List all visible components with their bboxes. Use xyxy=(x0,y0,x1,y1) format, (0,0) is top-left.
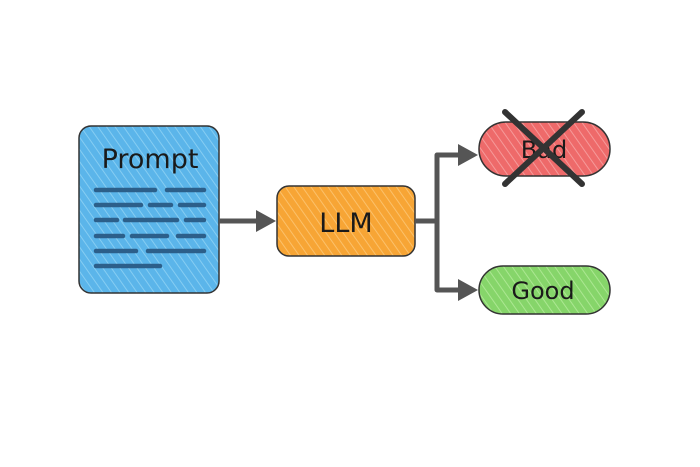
prompt-node: Prompt xyxy=(78,125,220,294)
arrow-head-to-bad xyxy=(458,144,478,166)
arrow-head-to-good xyxy=(458,279,478,301)
prompt-label: Prompt xyxy=(102,144,199,175)
good-pill xyxy=(478,265,611,315)
bad-node: Bad xyxy=(478,109,611,187)
prompt-text-lines xyxy=(93,187,207,269)
good-node: Good xyxy=(478,265,611,315)
arrow-prompt-to-llm xyxy=(219,210,276,232)
llm-label: LLM xyxy=(319,208,372,239)
x-mark-icon xyxy=(502,109,585,187)
good-label: Good xyxy=(511,277,574,305)
branch-connector xyxy=(415,152,462,293)
llm-node: LLM xyxy=(276,185,416,257)
